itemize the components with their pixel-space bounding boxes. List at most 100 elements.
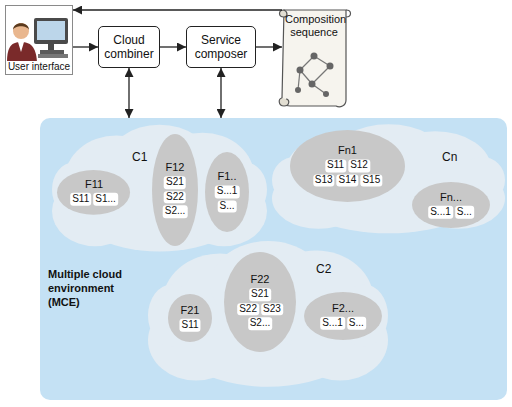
service-row: S21 xyxy=(163,176,187,189)
ellipse-content: F11S11S1... xyxy=(69,178,119,207)
user-interface-icon: User interface xyxy=(5,5,73,75)
composition-scroll: Composition sequence xyxy=(282,6,346,106)
ellipse-shape xyxy=(412,182,490,228)
ellipse-content: Fn1S11S12S13S14S15 xyxy=(312,144,383,187)
ellipse-shape xyxy=(224,252,296,352)
service-label: S... xyxy=(455,206,474,219)
monitor-stand xyxy=(48,44,54,50)
service-family-ellipse: F22S21S22S23S2... xyxy=(224,252,296,352)
node-label: Cloud combiner xyxy=(103,33,155,62)
service-family-ellipse: F12S21S22S2... xyxy=(152,134,198,246)
ellipse-shape xyxy=(168,294,212,342)
ellipse-content: F21S11 xyxy=(178,304,201,333)
service-label: S... xyxy=(217,200,236,213)
sequence-graph-lines xyxy=(298,56,330,94)
family-label: Fn... xyxy=(440,191,462,204)
family-label: F1.. xyxy=(218,170,237,183)
ellipse-outline xyxy=(152,134,198,246)
service-family-ellipse: F21S11 xyxy=(168,294,212,342)
environment-label: Multiple cloud environment (MCE) xyxy=(48,268,146,309)
service-label: S2... xyxy=(163,205,188,218)
cloud-name: C2 xyxy=(316,262,331,276)
cloud: F21S11F22S21S22S23S2...F2...S...1S...C2 xyxy=(148,238,388,393)
service-label: S15 xyxy=(360,174,382,187)
service-row: S11 xyxy=(178,319,201,332)
service-label: S11 xyxy=(325,160,346,173)
monitor xyxy=(34,18,68,44)
cloud-name: C1 xyxy=(132,150,147,164)
family-label: F2... xyxy=(332,302,354,315)
service-label: S21 xyxy=(164,176,186,189)
service-label: S22 xyxy=(237,303,259,316)
person-hair xyxy=(13,23,29,30)
process-box: Service composer xyxy=(186,26,256,68)
ellipse-shape xyxy=(290,130,405,202)
service-label: S23 xyxy=(261,303,283,316)
service-family-ellipse: Fn... S...1S... xyxy=(412,182,490,228)
connector-arrow xyxy=(160,46,186,47)
service-row: S22 xyxy=(163,191,187,204)
family-label: F11 xyxy=(85,178,103,191)
scroll-icon xyxy=(279,10,350,107)
service-row: S...1S... xyxy=(427,206,475,219)
ellipse-outline xyxy=(224,252,296,352)
service-label: S... xyxy=(347,317,366,330)
service-row: S2... xyxy=(247,317,274,330)
service-label: S21 xyxy=(249,288,271,301)
connector-arrow xyxy=(220,68,221,118)
service-label: S11 xyxy=(70,193,91,206)
service-label: S12 xyxy=(348,160,370,173)
person-body xyxy=(7,42,37,62)
service-label: S13 xyxy=(313,174,335,187)
ellipse-shape xyxy=(304,292,382,340)
icon-label: User interface xyxy=(7,61,71,73)
service-family-ellipse: Fn1S11S12S13S14S15 xyxy=(290,130,405,202)
ellipse-content: F2... S...1S... xyxy=(319,302,367,331)
ellipse-shape xyxy=(205,152,249,232)
service-label: S22 xyxy=(164,191,186,204)
family-label: Fn1 xyxy=(338,144,357,157)
family-label: F12 xyxy=(166,161,185,174)
service-family-ellipse: F11S11S1... xyxy=(57,170,130,215)
connector-arrow xyxy=(128,68,129,118)
ellipse-shape xyxy=(152,134,198,246)
service-row: S2... xyxy=(162,205,189,218)
family-label: F22 xyxy=(251,273,270,286)
service-family-ellipse: F2... S...1S... xyxy=(304,292,382,340)
cloud: Fn1S11S12S13S14S15Fn...S...1S...Cn xyxy=(272,122,505,238)
node-label: Composition sequence xyxy=(285,13,346,38)
cloud-name: Cn xyxy=(442,150,457,164)
service-label: S2... xyxy=(248,317,273,330)
monitor-screen xyxy=(37,21,65,40)
scroll-curl xyxy=(279,98,289,106)
scroll-paper xyxy=(282,10,346,107)
service-label: S...1 xyxy=(215,186,240,199)
process-box: Cloud combiner xyxy=(98,26,160,68)
service-family-ellipse: F1.. S...1S... xyxy=(205,152,249,232)
person-shirt xyxy=(18,42,24,52)
service-row: S21 xyxy=(248,288,272,301)
service-label: S14 xyxy=(337,174,359,187)
user-at-computer-icon xyxy=(7,18,68,62)
service-label: S...1 xyxy=(320,317,345,330)
environment-panel: F11S11S1...F12S21S22S2...F1..S...1S...C1… xyxy=(40,118,507,400)
connector-arrow xyxy=(73,9,282,10)
ellipse-content: F1.. S...1S... xyxy=(214,170,241,213)
desk xyxy=(38,54,68,58)
service-row: S22S23 xyxy=(236,303,284,316)
service-row: S...1 xyxy=(214,186,241,199)
ellipse-content: F22S21S22S23S2... xyxy=(236,273,284,331)
connector-arrow xyxy=(73,46,98,47)
service-row: S...1S... xyxy=(319,317,367,330)
service-row: S13S14S15 xyxy=(312,174,383,187)
family-label: F21 xyxy=(181,304,200,317)
service-label: S11 xyxy=(179,319,200,332)
ellipse-shape xyxy=(57,170,130,215)
service-label: S1... xyxy=(93,193,118,206)
ellipse-content: Fn... S...1S... xyxy=(427,191,475,220)
person-head xyxy=(13,23,29,39)
monitor-base xyxy=(40,50,64,54)
service-row: S... xyxy=(216,200,237,213)
sequence-graph-dots xyxy=(295,53,334,98)
